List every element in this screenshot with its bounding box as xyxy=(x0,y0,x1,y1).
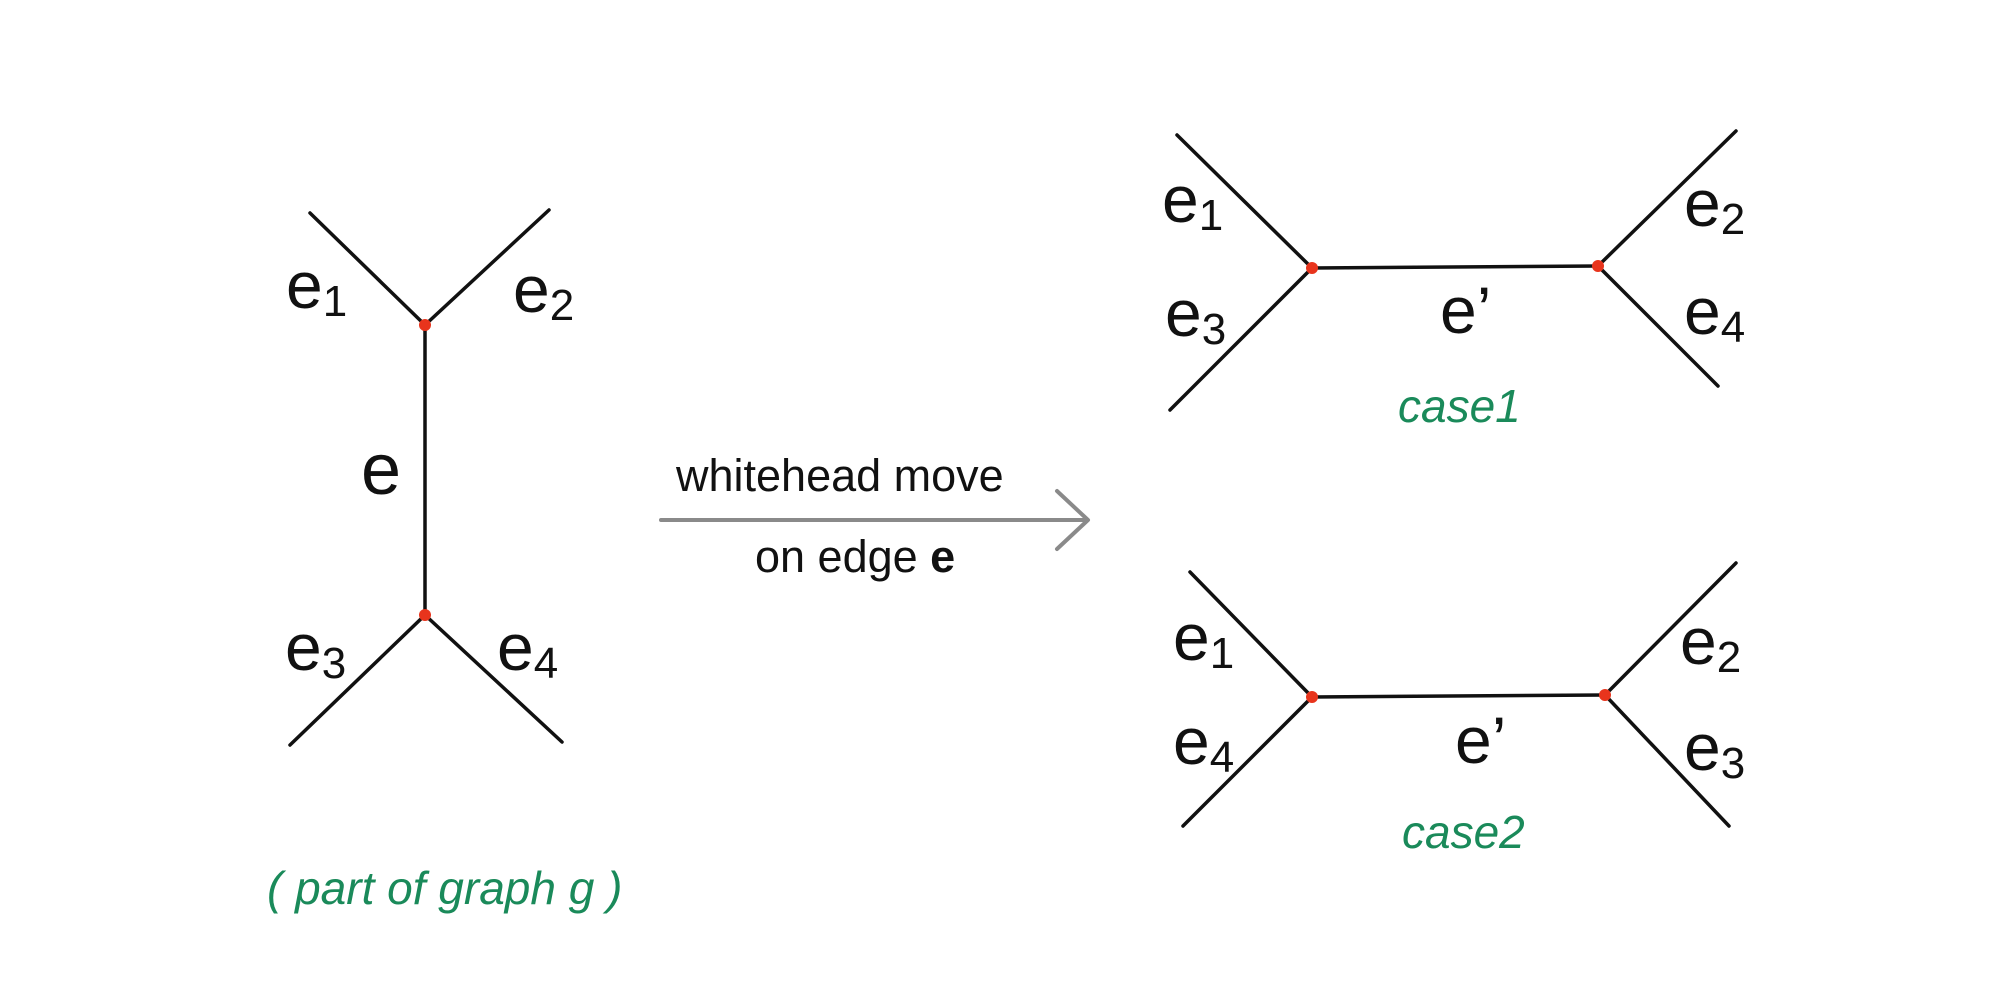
edge-e3 xyxy=(288,613,427,747)
case1-vertex-left xyxy=(1306,262,1318,274)
case2-edge-top-left xyxy=(1188,570,1314,699)
case2-vertex-right xyxy=(1599,689,1611,701)
case2-label-bottom-right: e3 xyxy=(1684,710,1745,788)
case1-edge-bottom-left xyxy=(1168,266,1314,412)
label-e2: e2 xyxy=(513,252,574,330)
case1-edge-top-left xyxy=(1175,133,1314,270)
edge-e2 xyxy=(423,208,551,327)
case2-label-bottom-left: e4 xyxy=(1173,704,1234,782)
edge-e4 xyxy=(423,613,564,744)
case2-vertex-left xyxy=(1306,691,1318,703)
case2-edge-middle xyxy=(1310,693,1607,699)
case1-label-middle: e’ xyxy=(1440,273,1491,347)
case1-label-bottom-left: e3 xyxy=(1165,276,1226,354)
case2-edge-bottom-right xyxy=(1603,693,1731,828)
move-label-line1: whitehead move xyxy=(675,450,1004,501)
move-label-line2: on edge e xyxy=(755,531,955,582)
case2-edge-top-right xyxy=(1603,561,1738,697)
case2-label-middle: e’ xyxy=(1455,703,1506,777)
case1-label-top-left: e1 xyxy=(1162,162,1223,240)
case1-vertex-right xyxy=(1592,260,1604,272)
case2-label-top-right: e2 xyxy=(1680,604,1741,682)
case1-edge-middle xyxy=(1310,264,1600,270)
case2-label-top-left: e1 xyxy=(1173,600,1234,678)
vertex-top xyxy=(419,319,431,331)
caption-case2: case2 xyxy=(1402,806,1525,858)
arrow-head xyxy=(1055,489,1090,551)
label-e1: e1 xyxy=(286,248,347,326)
label-e: e xyxy=(361,430,401,510)
original-graph: e1 e2 e e3 e4 ( part of graph g ) xyxy=(267,208,622,914)
case1-edge-bottom-right xyxy=(1596,264,1720,388)
caption-case1: case1 xyxy=(1398,380,1521,432)
label-e4: e4 xyxy=(497,610,558,688)
case1-graph: e1 e3 e2 e4 e’ case1 xyxy=(1162,129,1745,432)
vertex-bottom xyxy=(419,609,431,621)
case2-graph: e1 e4 e2 e3 e’ case2 xyxy=(1173,561,1745,858)
edge-e1 xyxy=(308,211,427,327)
label-e3: e3 xyxy=(285,610,346,688)
case1-label-top-right: e2 xyxy=(1684,166,1745,244)
case2-edge-bottom-left xyxy=(1181,695,1314,828)
caption-original: ( part of graph g ) xyxy=(267,862,622,914)
whitehead-move-arrow: whitehead move on edge e xyxy=(659,450,1090,582)
case1-label-bottom-right: e4 xyxy=(1684,274,1745,352)
case1-edge-top-right xyxy=(1596,129,1738,268)
